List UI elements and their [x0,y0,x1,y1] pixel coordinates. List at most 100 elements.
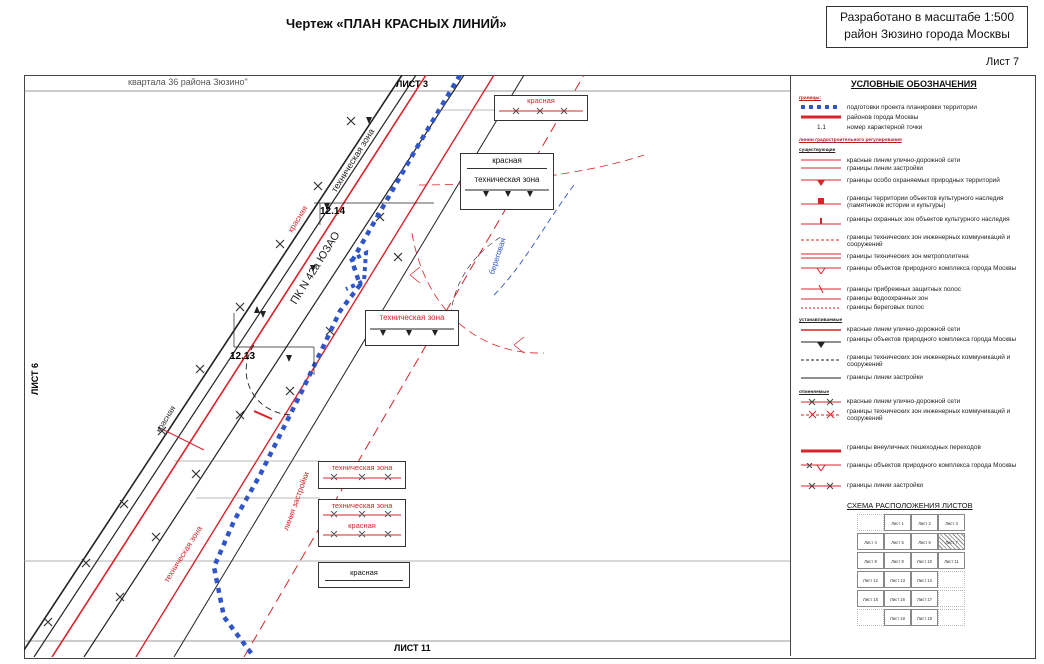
legend-symbol-red-line [801,115,841,119]
shore-label: береговая [487,237,507,276]
map-box-text: техническая зона [474,175,540,184]
legend-item: границы объектов природного комплекса го… [847,265,1017,272]
map-box-text: красная [527,96,555,105]
legend-heading-regulation: линии градостроительного регулирования [799,138,902,143]
map-box-red-techzone: красная техническая зона [460,153,554,210]
road-edge-line [24,75,403,651]
point-12-14: 12.14 [320,206,345,217]
legend-item: номер характерной точки [847,124,923,131]
sheet-top-label: ЛИСТ 3 [396,79,428,89]
scheme-sheet-cell[interactable]: Лист 11 [938,552,965,569]
map-frame [24,75,1036,659]
scheme-sheet-cell[interactable]: Лист 16 [884,590,911,607]
scheme-sheet-cell[interactable]: Лист 17 [911,590,938,607]
tech-zone-triangles [254,117,372,362]
red-marker [513,336,525,354]
scale-info-box: Разработано в масштабе 1:500 район Зюзин… [826,6,1028,48]
legend-item: красные линии улично-дорожной сети [847,398,961,405]
legend-item: границы охранных зон объектов культурног… [847,216,1010,223]
map-box-text: красная [348,521,376,530]
legend-symbol [801,341,841,348]
map-box-techzone-red: техническая зона [318,461,406,489]
legend-symbol [801,198,841,205]
legend-symbol [801,307,841,309]
red-dashed-curve [411,232,545,354]
legend-item: границы объектов природного комплекса го… [847,336,1017,343]
legend-panel: УСЛОВНЫЕ ОБОЗНАЧЕНИЯ границы: подготовки… [790,76,1035,656]
legend-item: границы технических зон инженерных комму… [847,408,1011,422]
project-boundary-line [211,75,462,657]
scheme-sheet-cell[interactable]: Лист 13 [884,571,911,588]
legend-heading-existing: существующие [799,148,836,153]
legend-symbol [801,463,841,471]
legend-item: границы объектов природного комплекса го… [847,462,1017,469]
legend-symbol [801,239,841,241]
scheme-sheet-cell[interactable]: Лист 14 [911,571,938,588]
scheme-sheet-cell[interactable]: Лист 6 [911,533,938,550]
red-line [51,75,427,657]
road-edge-line [33,75,417,657]
sheet-number: Лист 7 [986,56,1020,68]
scheme-sheet-cell[interactable]: Лист 5 [884,533,911,550]
red-dimension [253,410,273,420]
scheme-sheet-cell[interactable]: Лист 2 [911,514,938,531]
shore-line [493,184,575,296]
legend-symbol-blue-dotted [801,105,841,109]
scheme-empty-cell [938,571,965,588]
scheme-empty-cell [857,609,884,626]
legend-item: границы территории объектов культурного … [847,195,1004,209]
legend-item: границы водоохранных зон [847,295,928,302]
legend-symbol [801,449,841,453]
scheme-sheet-cell[interactable]: Лист 10 [911,552,938,569]
scheme-sheet-cell[interactable]: Лист 7 [938,533,965,550]
map-box-text: красная [350,568,378,577]
scheme-sheet-cell[interactable]: Лист 12 [857,571,884,588]
district-line: район Зюзино города Москвы [844,27,1010,41]
legend-item: границы линии застройки [847,374,923,381]
legend-item: границы внеуличных пешеходных переходов [847,444,981,451]
legend-item: границы линии застройки [847,165,923,172]
scheme-sheet-cell[interactable]: Лист 15 [857,590,884,607]
legend-symbol [801,179,841,186]
quarter-note: квартала 36 района Зюзино" [128,77,248,87]
map-box-techzone-mid: техническая зона [365,310,459,346]
build-line-label: линия застройки [281,471,311,532]
scheme-empty-cell [857,514,884,531]
legend-symbol [801,285,841,293]
map-box-red-bottom: красная [318,562,410,588]
sheet-bottom-label: ЛИСТ 11 [394,643,431,653]
legend-item: границы линии застройки [847,482,923,489]
legend-item: красные линии улично-дорожной сети [847,326,961,333]
scheme-sheet-cell[interactable]: Лист 1 [884,514,911,531]
scheme-sheet-cell[interactable]: Лист 18 [884,609,911,626]
legend-symbol [801,377,841,379]
map-box-red-top: красная [494,95,588,121]
scheme-sheet-cell[interactable]: Лист 3 [938,514,965,531]
legend-item: границы технических зон инженерных комму… [847,234,1011,248]
tech-zone-road-label-2: техническая зона [162,524,204,584]
red-marker [409,266,421,284]
legend-symbol [801,167,841,169]
legend-symbol [801,298,841,300]
legend-symbol [801,398,841,406]
sheet-left-label: ЛИСТ 6 [30,363,40,395]
scheme-sheet-cell[interactable]: Лист 8 [857,552,884,569]
legend-item: границы береговых полос [847,304,924,311]
legend-item: границы технических зон метрополитена [847,253,969,260]
legend-symbol [801,329,841,331]
scheme-sheet-cell[interactable]: Лист 19 [911,609,938,626]
map-box-text: техническая зона [331,501,393,510]
legend-symbol [801,267,841,274]
scheme-sheet-cell[interactable]: Лист 9 [884,552,911,569]
legend-symbol [801,359,841,361]
legend-item: районов города Москвы [847,114,919,121]
legend-heading-established: устанавливаемые [799,318,843,323]
red-dimension [163,429,205,451]
map-box-text: техническая зона [379,313,445,322]
point-12-13: 12.13 [230,351,255,362]
scheme-sheet-cell[interactable]: Лист 4 [857,533,884,550]
tech-zone-road-label: техническая зона [329,127,376,194]
dashed-arc [245,344,295,416]
legend-symbol [801,218,841,225]
